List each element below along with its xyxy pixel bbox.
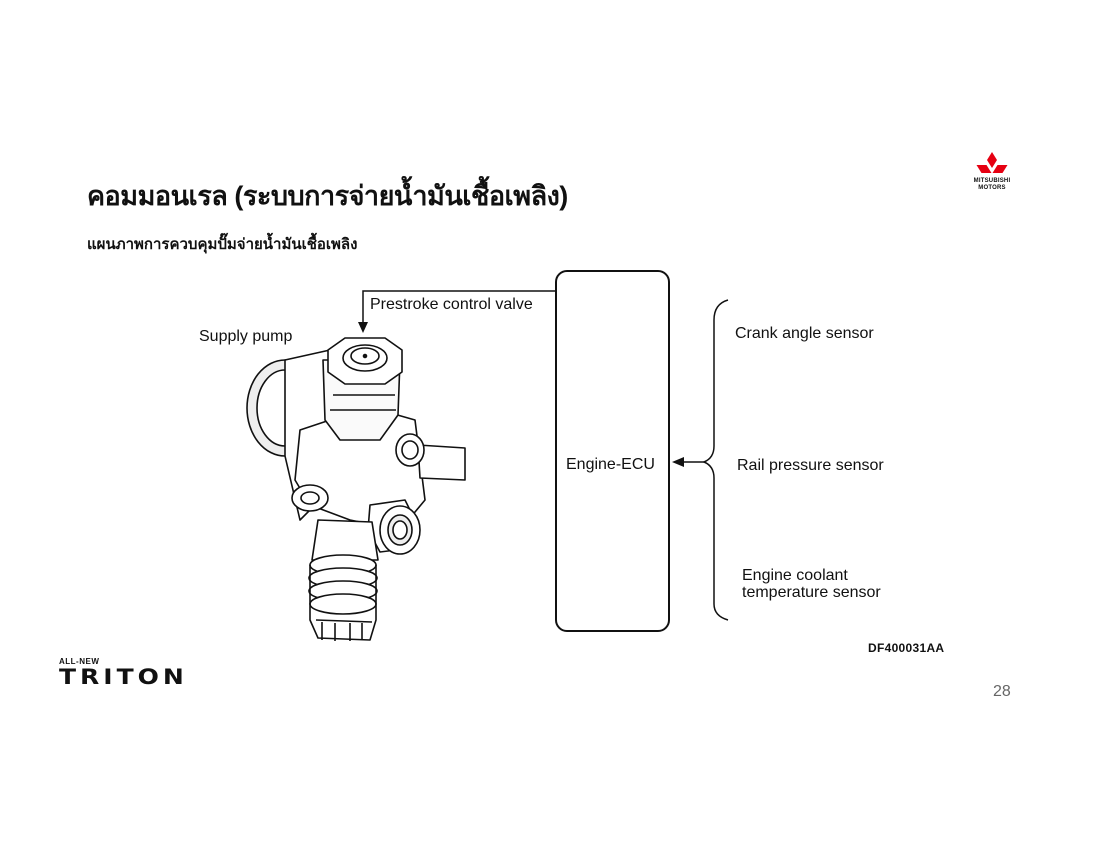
model-prefix: ALL-NEW [59,657,100,666]
three-diamonds-icon [976,152,1008,173]
page-number: 28 [993,683,1011,700]
mitsubishi-logo: MITSUBISHI MOTORS [962,152,1022,192]
page-subtitle: แผนภาพการควบคุมปั๊มจ่ายน้ำมันเชื้อเพลิง [87,236,358,253]
control-line [362,290,555,326]
ecu-label: Engine-ECU [566,456,655,473]
page-title: คอมมอนเรล (ระบบการจ่ายน้ำมันเชื้อเพลิง) [87,181,568,211]
ecu-box [555,270,670,632]
arrow-down-icon [358,322,368,333]
triton-logo: ALL-NEW TRITON [59,657,188,692]
figure-code: DF400031AA [868,641,945,655]
arrow-left-icon [672,457,684,467]
brand-wordmark: MITSUBISHI MOTORS [973,178,1011,191]
prestroke-valve-label: Prestroke control valve [370,296,533,313]
coolant-temperature-sensor-label: Engine coolant temperature sensor [742,567,881,601]
crank-angle-sensor-label: Crank angle sensor [735,325,874,342]
model-name: TRITON [59,664,188,689]
supply-pump-illustration [246,337,466,641]
supply-pump-label: Supply pump [199,328,293,345]
sensor-bracket [701,299,729,621]
rail-pressure-sensor-label: Rail pressure sensor [737,457,884,474]
